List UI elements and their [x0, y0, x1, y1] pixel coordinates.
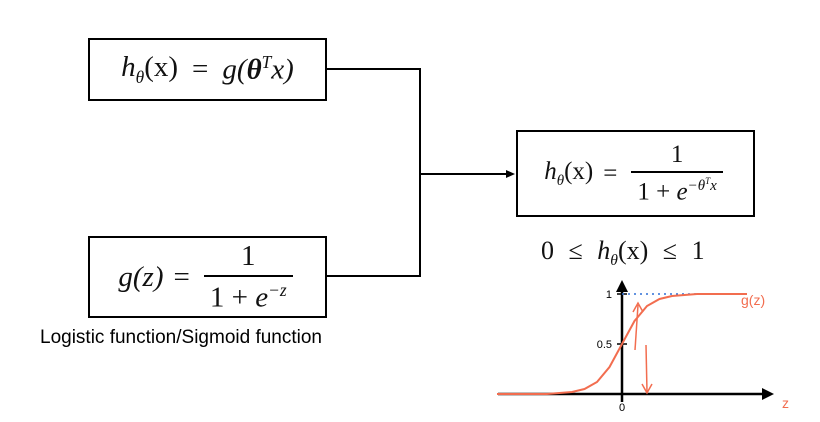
range-inequality: 0 ≤ hθ(x) ≤ 1 — [541, 236, 705, 270]
y-axis-arrowhead — [616, 280, 628, 292]
result-fraction: 1 1 + e−θTx — [631, 140, 723, 206]
sigmoid-denominator: 1 + e−z — [203, 274, 293, 315]
result-formula-box: hθ(x) = 1 1 + e−θTx — [516, 130, 755, 217]
result-lhs: hθ(x) — [544, 157, 594, 189]
x-axis-label: z — [782, 395, 789, 411]
sigmoid-lhs: g(z) — [118, 260, 164, 293]
x-axis-arrowhead — [762, 388, 774, 400]
series-label: g(z) — [741, 292, 765, 308]
annotation-arrowhead-down — [641, 383, 653, 395]
y-tick-label-1: 1 — [606, 289, 612, 301]
sigmoid-numerator: 1 — [240, 239, 256, 272]
hypothesis-lhs: hθ(x) — [121, 51, 179, 87]
hypothesis-formula-box: hθ(x) = g(θTx) — [88, 38, 327, 101]
annotation-arrowhead-up — [632, 301, 644, 313]
sigmoid-equals: = — [173, 260, 190, 293]
result-denominator: 1 + e−θTx — [631, 170, 723, 206]
result-numerator: 1 — [670, 140, 684, 168]
annotation-arrow-up — [634, 304, 639, 351]
hypothesis-rhs: g(θTx) — [222, 52, 294, 86]
y-tick-label-0-5: 0.5 — [597, 339, 612, 351]
hypothesis-equals: = — [192, 53, 209, 85]
result-equals: = — [603, 159, 618, 187]
annotation-arrow-down — [645, 344, 648, 393]
x-tick-label-0: 0 — [619, 402, 625, 414]
sigmoid-fraction: 1 1 + e−z — [203, 239, 293, 315]
sigmoid-caption: Logistic function/Sigmoid function — [40, 327, 322, 348]
connector-arrowhead — [506, 170, 515, 178]
sigmoid-formula-box: g(z) = 1 1 + e−z — [88, 236, 327, 318]
